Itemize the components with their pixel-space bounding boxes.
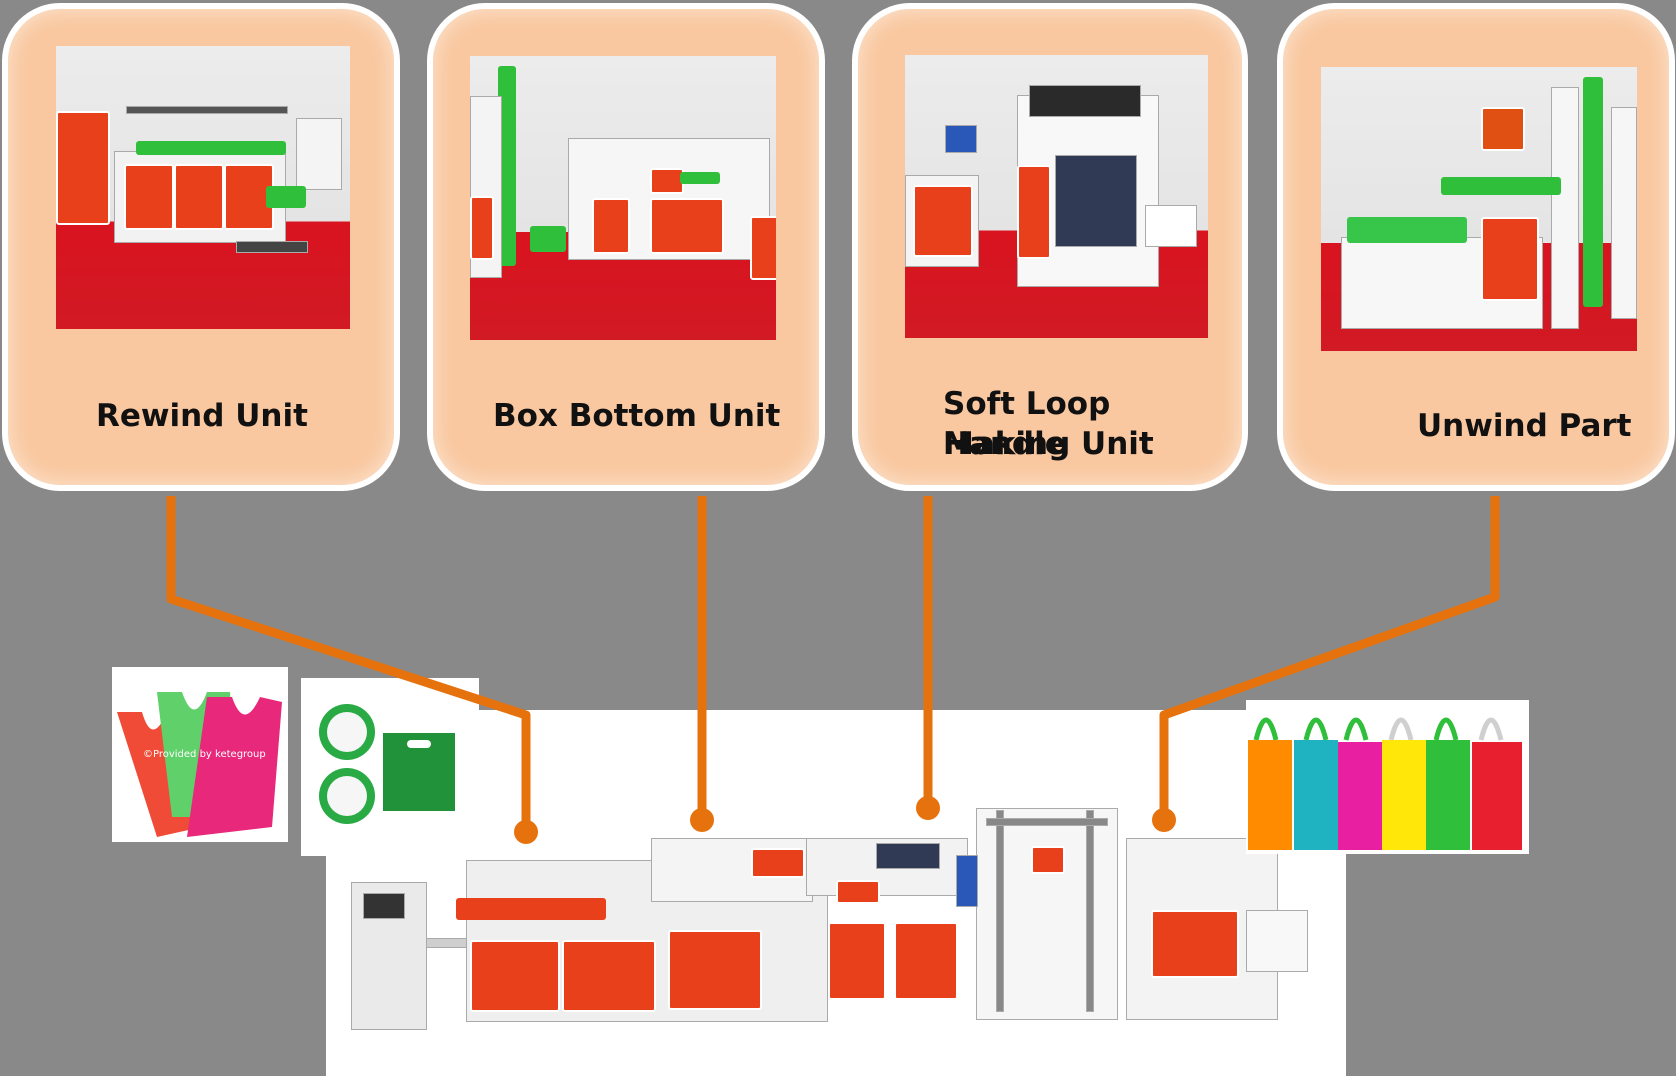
connector-dot-box-bottom	[690, 808, 714, 832]
unit-card-unwind: Unwind Part	[1277, 3, 1675, 491]
connector-dot-unwind	[1152, 808, 1176, 832]
d-cut-bag-samples	[301, 678, 479, 856]
d-cut-bag-graphic	[319, 704, 455, 824]
unit-card-rewind: Rewind Unit	[2, 3, 400, 491]
unit-card-box-bottom: Box Bottom Unit	[427, 3, 825, 491]
vest-bag-graphic	[117, 692, 282, 837]
unwind-part-photo	[1321, 67, 1637, 351]
unit-label-box-bottom: Box Bottom Unit	[493, 398, 781, 434]
rewind-unit-photo	[56, 46, 350, 329]
loop-handle-bag-graphic	[1248, 717, 1522, 850]
box-bottom-unit-photo	[470, 56, 776, 340]
unit-label-unwind: Unwind Part	[1417, 408, 1632, 444]
unit-card-soft-loop: Soft Loop Handle Making Unit	[852, 3, 1248, 491]
connector-dot-rewind	[514, 820, 538, 844]
soft-loop-unit-photo	[905, 55, 1208, 338]
unit-label-soft-loop-line1: Soft Loop Handle	[943, 386, 1111, 462]
connector-unwind	[1159, 496, 1500, 818]
connector-dot-soft-loop	[916, 796, 940, 820]
unit-label-rewind: Rewind Unit	[96, 398, 308, 434]
connector-rewind	[166, 496, 531, 830]
vest-bag-samples: ©Provided by ketegroup	[112, 667, 288, 842]
loop-handle-bag-samples	[1246, 700, 1529, 854]
unit-label-soft-loop-line2: Making Unit	[943, 426, 1154, 462]
main-machine-photo	[326, 710, 1346, 1076]
watermark-text: ©Provided by ketegroup	[143, 749, 266, 760]
